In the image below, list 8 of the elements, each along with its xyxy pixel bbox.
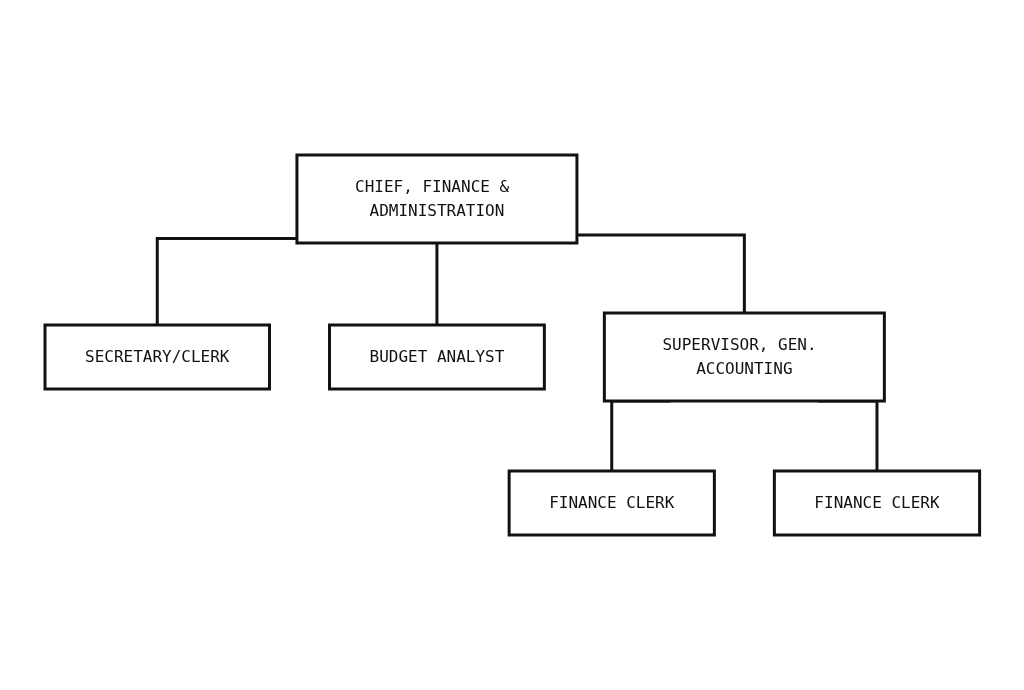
node-box: CHIEF, FINANCE & ADMINISTRATION bbox=[295, 153, 579, 245]
connector bbox=[155, 237, 297, 325]
node-box: BUDGET ANALYST bbox=[327, 323, 546, 391]
node-box: FINANCE CLERK bbox=[507, 469, 716, 537]
connector bbox=[576, 233, 746, 313]
node-box: FINANCE CLERK bbox=[772, 469, 981, 537]
node-box: SECRETARY/CLERK bbox=[43, 323, 271, 391]
node-box: SUPERVISOR, GEN. ACCOUNTING bbox=[602, 311, 886, 403]
